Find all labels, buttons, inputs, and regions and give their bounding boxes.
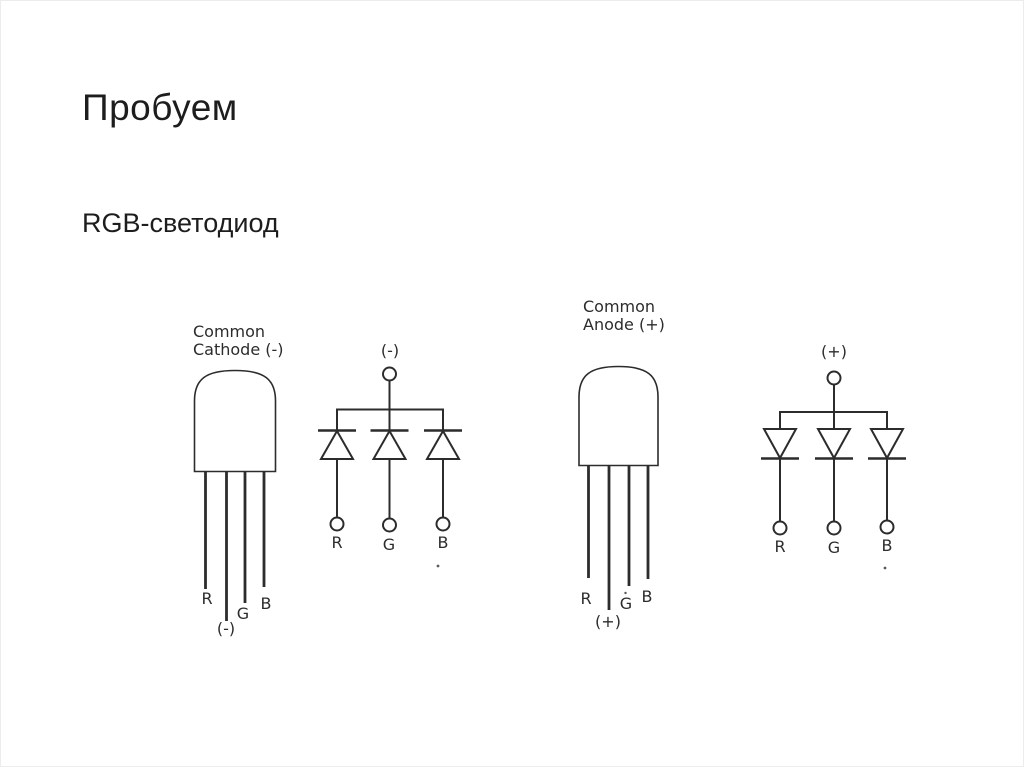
- terminal-circle: [826, 520, 842, 536]
- diode-triangle: [869, 428, 905, 461]
- cathode-package-label-common: (-): [216, 619, 236, 638]
- page-title: Пробуем: [82, 87, 238, 128]
- terminal-circle: [826, 370, 842, 386]
- anode-schematic-label-g: G: [827, 538, 841, 557]
- diode-triangle: [371, 428, 408, 460]
- common-anode-caption: Common Anode (+): [583, 297, 665, 334]
- bus-wire: [336, 408, 444, 431]
- common-anode-schematic-drawing: [761, 370, 906, 536]
- artifact-dot: [883, 566, 887, 570]
- anode-package-label-common: (+): [595, 612, 621, 631]
- cathode-schematic-label-g: G: [382, 535, 396, 554]
- cathode-package-label-b: B: [260, 594, 272, 613]
- cathode-package-label-r: R: [201, 589, 213, 608]
- terminal-circle: [435, 516, 451, 532]
- scan-artifact-dots: [436, 564, 887, 595]
- cathode-package-label-g: G: [236, 604, 250, 623]
- anode-package-label-r: R: [580, 589, 592, 608]
- artifact-dot: [624, 591, 627, 595]
- common-cathode-caption: Common Cathode (-): [193, 322, 284, 359]
- terminal-circle: [382, 517, 397, 533]
- anode-schematic-label-r: R: [774, 537, 786, 556]
- terminal-circle: [329, 516, 345, 532]
- terminal-circle: [772, 520, 788, 536]
- cathode-schematic-terminal-label: (-): [380, 341, 400, 360]
- diode-triangle: [319, 428, 355, 460]
- diode-triangle: [762, 428, 798, 461]
- diode-triangle: [816, 428, 852, 461]
- led-body-outline: [193, 369, 277, 473]
- anode-package-label-b: B: [641, 587, 653, 606]
- terminal-circle: [382, 366, 397, 382]
- led-body-outline: [578, 365, 659, 467]
- terminal-circle: [879, 519, 895, 535]
- common-cathode-schematic-drawing: [318, 366, 462, 533]
- anode-package-label-g: G: [619, 594, 633, 613]
- anode-schematic-label-b: B: [881, 536, 893, 555]
- common-anode-package-drawing: [578, 365, 659, 610]
- bus-wire: [779, 411, 888, 429]
- artifact-dot: [436, 564, 440, 568]
- slide-subtitle: RGB-светодиод: [82, 208, 279, 238]
- common-cathode-package-drawing: [193, 369, 277, 621]
- diode-triangle: [425, 428, 461, 460]
- cathode-schematic-label-b: B: [437, 533, 449, 552]
- anode-schematic-terminal-label: (+): [821, 342, 847, 361]
- cathode-schematic-label-r: R: [331, 533, 343, 552]
